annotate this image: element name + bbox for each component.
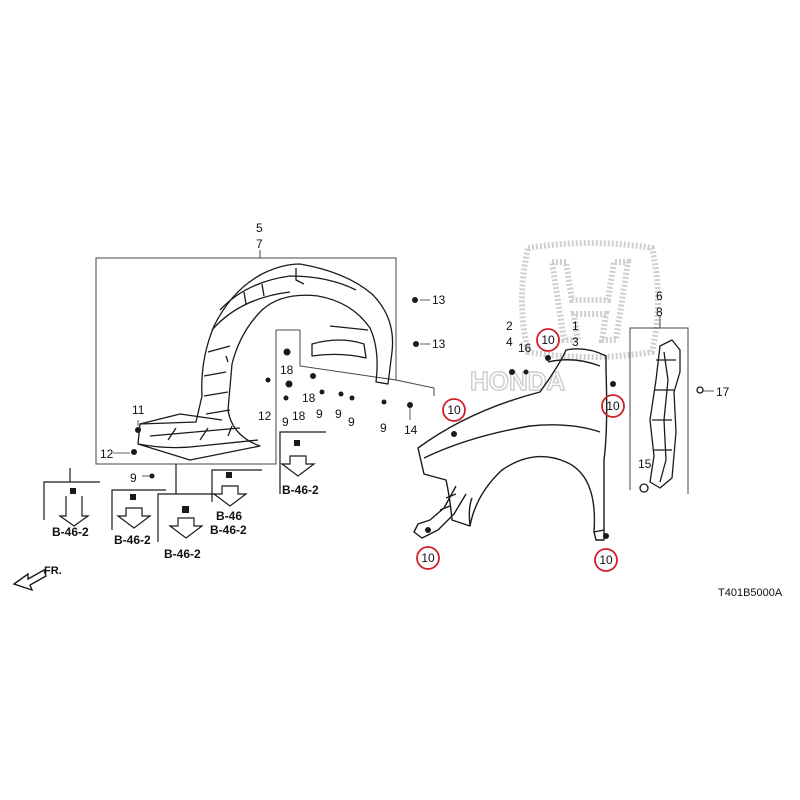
reference-box-b46-2-b	[111, 489, 166, 530]
highlight-ring	[601, 394, 625, 418]
part-label-10: 10	[447, 403, 461, 417]
reference-code: B-46-2	[210, 523, 247, 537]
reference-code: B-46-2	[114, 533, 151, 547]
part-label-11: 11	[132, 403, 145, 417]
highlight-callouts: 10 10 10 10 10	[416, 328, 625, 572]
honda-logo-icon	[519, 240, 661, 360]
part-label-17: 17	[716, 385, 730, 399]
part-label-9: 9	[380, 421, 387, 435]
honda-watermark-text: HONDA	[470, 366, 566, 396]
part-label-4: 4	[506, 335, 513, 349]
reference-code: B-46-2	[282, 483, 319, 497]
inner-fender-group-bracket	[95, 250, 435, 465]
part-label-9: 9	[282, 415, 289, 429]
highlight-ring	[594, 548, 618, 572]
reference-code: B-46-2	[52, 525, 89, 539]
front-direction-label: FR.	[44, 565, 62, 577]
part-label-6: 6	[656, 289, 663, 303]
part-label-3: 3	[572, 335, 579, 349]
front-direction-arrow-icon	[12, 568, 47, 592]
highlight-ring	[442, 398, 466, 422]
part-label-10: 10	[606, 399, 620, 413]
reference-code: B-46	[216, 509, 242, 523]
part-label-12: 12	[258, 409, 272, 423]
part-label-9: 9	[316, 407, 323, 421]
part-label-18: 18	[302, 391, 316, 405]
part-label-2: 2	[506, 319, 513, 333]
part-label-14: 14	[404, 423, 418, 437]
fender-seal-group-bracket	[629, 316, 689, 494]
part-label-18: 18	[292, 409, 306, 423]
part-label-10: 10	[599, 553, 613, 567]
screw-icon	[70, 440, 300, 513]
reference-box-b46-2-c	[157, 464, 214, 542]
part-label-9: 9	[130, 471, 137, 485]
diagram-code: T401B5000A	[718, 587, 783, 599]
part-label-15: 15	[638, 457, 652, 471]
part-label-9: 9	[335, 407, 342, 421]
part-label-5: 5	[256, 221, 263, 235]
fender-side-seal	[639, 339, 704, 493]
front-fender-panel	[413, 348, 608, 541]
highlight-ring	[416, 546, 440, 570]
part-label-16: 16	[518, 341, 532, 355]
part-number-labels: 1 2 3 4 5 6 7 8 9 9 9 9 9 9 11 12 12 13 …	[100, 221, 730, 485]
part-label-1: 1	[572, 319, 579, 333]
reference-box-b46-2-a	[43, 468, 100, 527]
part-label-18: 18	[280, 363, 294, 377]
reference-box-b46-2-d	[211, 469, 262, 507]
reference-box-b46-2-e	[279, 431, 326, 494]
part-label-12: 12	[100, 447, 114, 461]
part-label-13: 13	[432, 293, 446, 307]
part-label-7: 7	[256, 237, 263, 251]
liner-fasteners	[131, 297, 419, 479]
fender-fasteners	[425, 355, 616, 539]
part-label-10: 10	[541, 333, 555, 347]
part-label-10: 10	[421, 551, 435, 565]
highlight-ring	[536, 328, 560, 352]
reference-codes: B-46-2 B-46-2 B-46-2 B-46 B-46-2 B-46-2	[52, 483, 319, 561]
part-label-9: 9	[348, 415, 355, 429]
part-label-13: 13	[432, 337, 446, 351]
inner-fender-liner	[137, 263, 394, 461]
liner-leader-lines	[113, 299, 430, 477]
reference-code: B-46-2	[164, 547, 201, 561]
part-label-8: 8	[656, 305, 663, 319]
